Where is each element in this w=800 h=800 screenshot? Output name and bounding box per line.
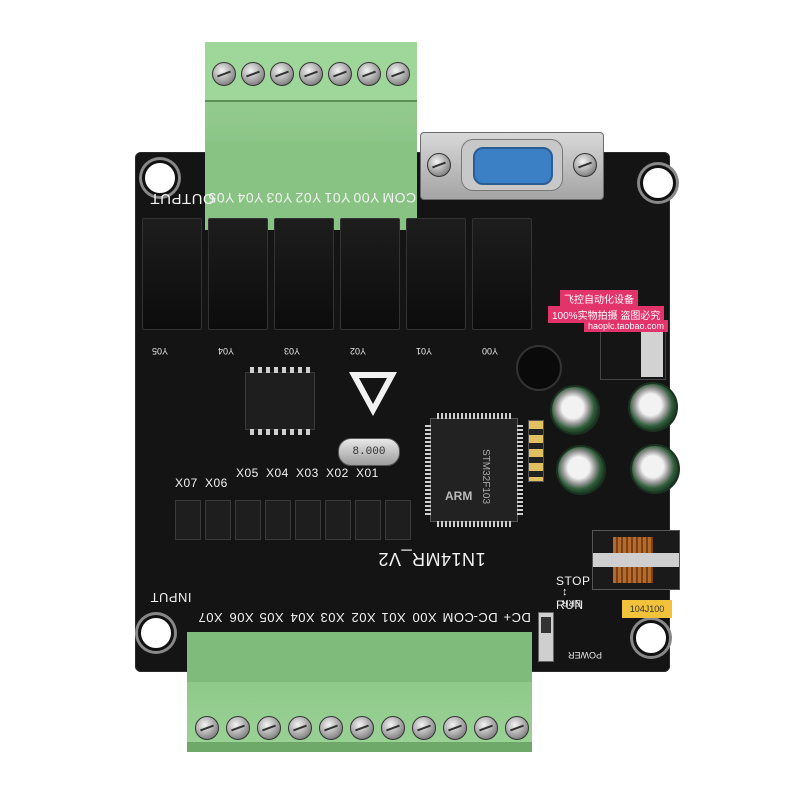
input-optocoupler	[205, 500, 231, 540]
input-small-label: X06	[205, 476, 228, 490]
input-terminal-label: X03	[320, 610, 345, 625]
brand-logo-icon	[349, 372, 397, 416]
power-label: POWER	[568, 650, 603, 660]
power-inductor	[516, 345, 562, 391]
input-terminal-label: X01	[381, 610, 406, 625]
mounting-hole-bottom-right	[633, 620, 669, 656]
db9-screw-icon	[573, 153, 597, 177]
relay	[472, 218, 532, 330]
output-terminal-label: Y01	[324, 190, 351, 206]
optocoupler-chip	[245, 367, 315, 435]
input-terminal-label: COM	[442, 610, 474, 625]
arm-label: ARM	[445, 489, 473, 503]
terminal-screw-icon[interactable]	[474, 716, 498, 740]
terminal-screw-icon[interactable]	[381, 716, 405, 740]
input-terminal-label: X04	[289, 610, 315, 625]
relay-label: Y02	[350, 346, 367, 356]
input-terminal-label: X06	[228, 610, 254, 625]
watermark-line-2: 100%实物拍摄 盗图必究	[548, 306, 665, 323]
input-terminal-label: DC-	[472, 610, 498, 625]
input-optocoupler	[235, 500, 261, 540]
input-optocoupler	[325, 500, 351, 540]
relay-label: Y05	[152, 346, 169, 356]
input-small-label: X04	[266, 466, 289, 480]
terminal-screw-icon[interactable]	[319, 716, 343, 740]
relay	[406, 218, 466, 330]
mcu-chip: STM32F103 ARM	[425, 413, 523, 527]
db9-serial-port[interactable]	[420, 132, 604, 200]
relay-label: Y00	[482, 346, 499, 356]
relay-label: Y03	[284, 346, 301, 356]
input-small-label: X01	[356, 466, 379, 480]
relay	[208, 218, 268, 330]
terminal-screw-icon[interactable]	[195, 716, 219, 740]
output-terminal-label: Y04	[237, 190, 264, 206]
input-small-label: X03	[296, 466, 319, 480]
electrolytic-capacitor	[628, 382, 678, 432]
terminal-screw-icon[interactable]	[257, 716, 281, 740]
relay	[274, 218, 334, 330]
terminal-screw-icon[interactable]	[357, 62, 381, 86]
mounting-hole-bottom-left	[138, 615, 174, 651]
electrolytic-capacitor	[630, 444, 680, 494]
stop-run-switch[interactable]	[538, 612, 554, 662]
err-label: ERR	[562, 598, 582, 608]
input-terminal-label: X02	[350, 610, 376, 625]
inductor-label: 104J100	[622, 600, 672, 618]
input-optocoupler	[175, 500, 201, 540]
electrolytic-capacitor	[550, 385, 600, 435]
switch-arrow-icon: ↕	[562, 586, 568, 598]
output-terminal-label: Y02	[295, 190, 322, 206]
watermark-line-1: 飞控自动化设备	[560, 290, 638, 307]
mounting-hole-top-left	[142, 160, 178, 196]
watermark-line-3: haoplc.taobao.com	[584, 320, 669, 332]
mounting-hole-top-right	[640, 165, 676, 201]
stop-label: STOP	[556, 574, 591, 588]
input-optocoupler	[355, 500, 381, 540]
inductor-coil	[592, 530, 680, 590]
output-terminal-label: Y05	[208, 190, 235, 206]
input-small-label: X05	[236, 466, 259, 480]
terminal-screw-icon[interactable]	[443, 716, 467, 740]
relay-label: Y01	[416, 346, 433, 356]
db9-screw-icon	[427, 153, 451, 177]
terminal-screw-icon[interactable]	[270, 62, 294, 86]
output-terminal-label: Y03	[266, 190, 293, 206]
terminal-screw-icon[interactable]	[412, 716, 436, 740]
input-title: INPUT	[150, 590, 192, 605]
terminal-screw-icon[interactable]	[212, 62, 236, 86]
input-small-label: X07	[175, 476, 198, 490]
relay	[340, 218, 400, 330]
input-small-label: X02	[326, 466, 349, 480]
relay	[142, 218, 202, 330]
pin-header	[528, 420, 544, 482]
input-terminal-label: X05	[259, 610, 284, 625]
terminal-screw-icon[interactable]	[505, 716, 529, 740]
input-optocoupler	[295, 500, 321, 540]
crystal-oscillator: 8.000	[338, 438, 400, 466]
mcu-label: STM32F103	[480, 449, 491, 505]
output-terminal-label: COM	[382, 190, 417, 206]
terminal-screw-icon[interactable]	[288, 716, 312, 740]
model-label: 1N14MR_V2	[378, 549, 486, 569]
terminal-screw-icon[interactable]	[328, 62, 352, 86]
terminal-screw-icon[interactable]	[386, 62, 410, 86]
output-terminal-label: Y00	[353, 190, 380, 206]
run-label: RUN	[556, 598, 584, 612]
relay-label: Y04	[218, 346, 235, 356]
terminal-screw-icon[interactable]	[226, 716, 250, 740]
output-title: OUTPUT	[150, 190, 215, 207]
input-optocoupler	[385, 500, 411, 540]
input-terminal-label: DC+	[503, 610, 531, 625]
terminal-screw-icon[interactable]	[241, 62, 265, 86]
input-terminal-label: X00	[411, 610, 437, 625]
crystal-label: 8.000	[352, 446, 386, 458]
terminal-screw-icon[interactable]	[350, 716, 374, 740]
electrolytic-capacitor	[556, 445, 606, 495]
input-terminal-label: X07	[198, 610, 223, 625]
input-optocoupler	[265, 500, 291, 540]
terminal-screw-icon[interactable]	[299, 62, 323, 86]
